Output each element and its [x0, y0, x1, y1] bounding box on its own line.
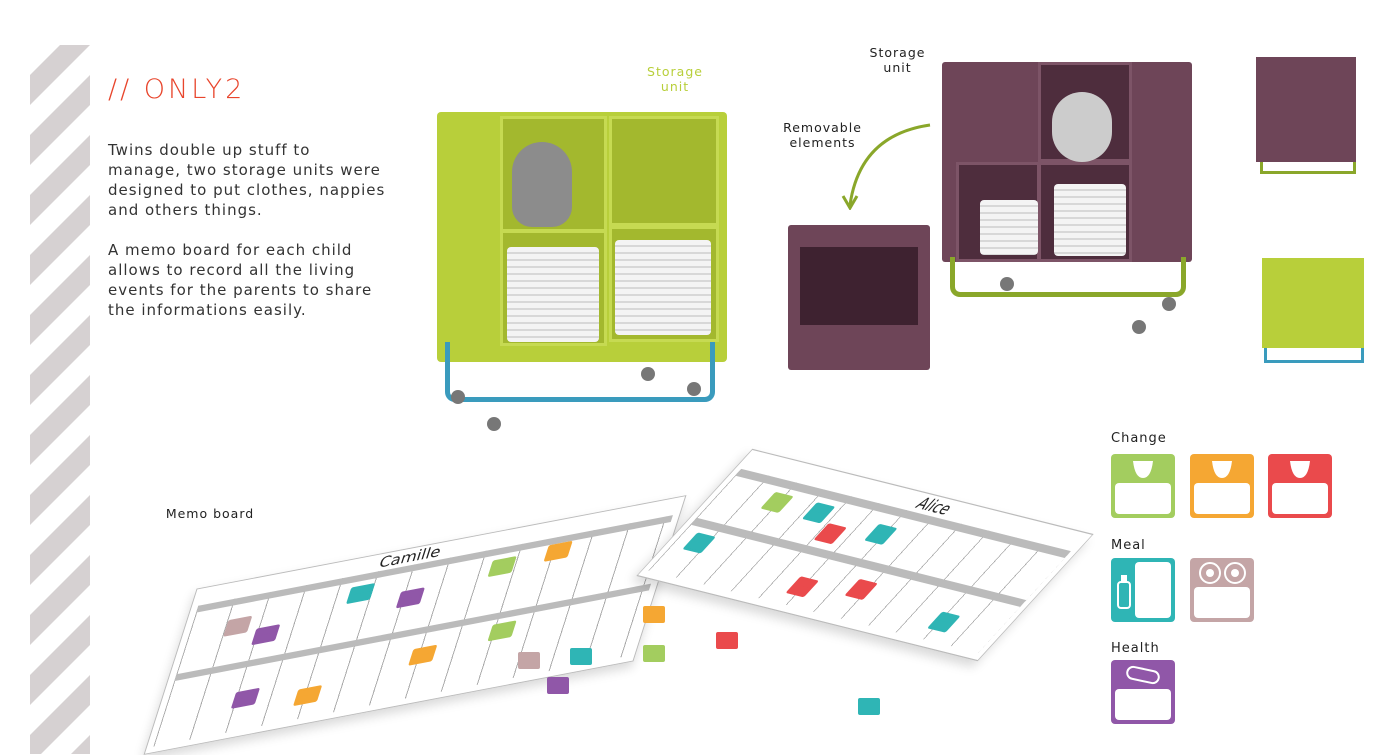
pattern-triangle — [60, 225, 90, 255]
pattern-triangle — [30, 675, 60, 705]
pattern-triangle — [60, 165, 90, 195]
pattern-triangle — [60, 555, 90, 585]
legend-change-label: Change — [1111, 431, 1167, 446]
diaper-icon — [1290, 461, 1310, 478]
pattern-triangle — [60, 345, 90, 375]
removable-elements-label: Removable elements — [783, 120, 862, 150]
pattern-triangle — [60, 615, 90, 645]
plates-icon — [1199, 562, 1246, 584]
pattern-triangle — [30, 345, 60, 375]
loose-magnet[interactable] — [643, 606, 665, 623]
change-card-green — [1111, 454, 1175, 518]
green-unit-thumbnail — [1262, 258, 1364, 363]
pattern-triangle — [60, 675, 90, 705]
pattern-triangle — [30, 705, 60, 735]
pattern-triangle — [30, 405, 60, 435]
pattern-triangle — [60, 255, 90, 285]
baby-bottle-icon — [1117, 575, 1131, 609]
removable-cube — [788, 225, 930, 370]
green-storage-unit — [437, 112, 727, 432]
pattern-triangle — [30, 465, 60, 495]
memo-board-alice[interactable]: Alice — [636, 448, 1094, 662]
pattern-triangle — [30, 75, 60, 105]
pattern-triangle — [30, 225, 60, 255]
pattern-triangle — [60, 435, 90, 465]
pattern-triangle — [71, 735, 90, 754]
pattern-triangle — [60, 285, 90, 315]
pattern-triangle — [30, 135, 60, 165]
loose-magnet[interactable] — [518, 652, 540, 669]
pattern-triangle — [30, 585, 60, 615]
diaper-icon — [1133, 461, 1153, 478]
pattern-triangle — [60, 495, 90, 525]
purple-unit-thumbnail — [1256, 57, 1356, 174]
pattern-triangle — [30, 285, 60, 315]
pattern-triangle — [60, 105, 90, 135]
triangle-pattern-strip — [30, 45, 90, 754]
loose-magnet[interactable] — [643, 645, 665, 662]
pattern-triangle — [30, 525, 60, 555]
pill-icon — [1126, 665, 1160, 685]
pattern-triangle — [30, 435, 60, 465]
pattern-triangle — [30, 255, 60, 285]
pattern-triangle — [60, 75, 90, 105]
change-card-orange — [1190, 454, 1254, 518]
pattern-triangle — [30, 735, 60, 754]
arrow-icon — [841, 123, 931, 210]
pattern-triangle — [60, 375, 90, 405]
page-title: // ONLY2 — [108, 74, 246, 105]
purple-storage-unit — [942, 62, 1192, 342]
pattern-triangle — [60, 705, 90, 735]
meal-card-plate — [1190, 558, 1254, 622]
meal-card-bottle — [1111, 558, 1175, 622]
pattern-triangle — [60, 465, 90, 495]
health-card — [1111, 660, 1175, 724]
pattern-triangle — [30, 165, 60, 195]
loose-magnet[interactable] — [716, 632, 738, 649]
intro-paragraph: Twins double up stuff to manage, two sto… — [108, 141, 386, 219]
loose-magnet[interactable] — [547, 677, 569, 694]
pattern-triangle — [30, 645, 60, 675]
pattern-triangle — [60, 45, 90, 75]
legend-meal-label: Meal — [1111, 538, 1146, 553]
memo-board-label: Memo board — [165, 506, 255, 521]
storage-unit-label-green: Storage unit — [647, 64, 703, 94]
loose-magnet[interactable] — [570, 648, 592, 665]
pattern-triangle — [30, 195, 60, 225]
loose-magnet[interactable] — [858, 698, 880, 715]
pattern-triangle — [30, 45, 60, 75]
bunny-toy — [1052, 92, 1112, 162]
pattern-triangle — [60, 405, 90, 435]
pattern-triangle — [30, 555, 60, 585]
teddy-bear — [512, 142, 572, 227]
pattern-triangle — [30, 375, 60, 405]
diaper-icon — [1212, 461, 1232, 478]
legend-health-label: Health — [1111, 641, 1160, 656]
change-card-red — [1268, 454, 1332, 518]
memo-paragraph: A memo board for each child allows to re… — [108, 241, 373, 319]
storage-unit-label-purple: Storage unit — [869, 45, 926, 75]
pattern-triangle — [60, 315, 90, 345]
pattern-triangle — [30, 315, 60, 345]
pattern-triangle — [30, 615, 60, 645]
pattern-triangle — [30, 495, 60, 525]
pattern-triangle — [60, 135, 90, 165]
pattern-triangle — [30, 105, 60, 135]
pattern-triangle — [60, 585, 90, 615]
pattern-triangle — [60, 525, 90, 555]
memo-board-camille[interactable]: Camille — [143, 495, 687, 755]
pattern-triangle — [60, 645, 90, 675]
pattern-triangle — [60, 195, 90, 225]
